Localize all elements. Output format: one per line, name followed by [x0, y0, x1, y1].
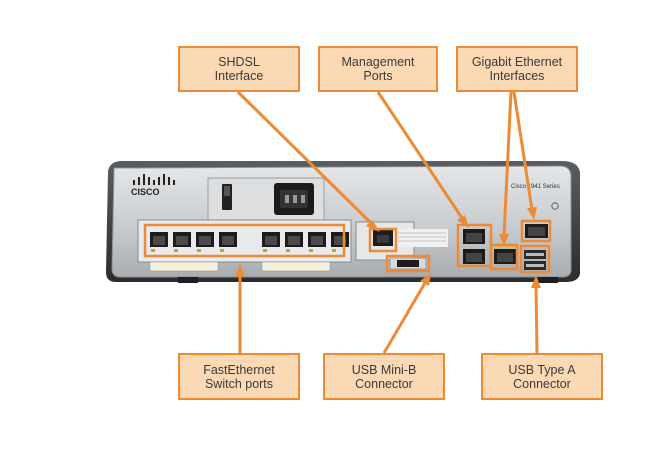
- fastethernet-port: [173, 232, 191, 252]
- callout-line: Connector: [355, 376, 413, 391]
- fastethernet-port: [308, 232, 326, 252]
- callout-line: Ports: [363, 69, 393, 83]
- callout-line: Interface: [214, 69, 264, 83]
- highlight-usb-a: [519, 244, 551, 274]
- highlight-usb-mini: [385, 254, 431, 273]
- fastethernet-port: [285, 232, 303, 252]
- callout-fastethernet-switch-ports: FastEthernet Switch ports: [178, 353, 300, 400]
- callout-usb-mini-b: USB Mini-B Connector: [323, 353, 445, 400]
- callout-line: SHDSL: [218, 55, 260, 69]
- power-panel: [207, 177, 325, 221]
- leader-lines: [235, 90, 541, 354]
- fastethernet-port: [196, 232, 214, 252]
- fastethernet-port: [262, 232, 280, 252]
- callout-shdsl-interface: SHDSL Interface: [178, 46, 300, 92]
- callout-line: Management: [341, 55, 415, 69]
- callout-line: USB Type A: [508, 362, 576, 377]
- callout-line: Switch ports: [204, 376, 274, 391]
- callout-line: USB Mini-B: [351, 362, 417, 377]
- series-label: Cisco 1941 Series: [511, 184, 560, 190]
- callout-line: Connector: [513, 376, 571, 391]
- ground-screw: [551, 202, 559, 210]
- fastethernet-port: [219, 232, 237, 252]
- logo-text: CISCO: [131, 187, 160, 197]
- highlight-fastethernet: [143, 223, 346, 258]
- highlight-gig1: [520, 219, 552, 243]
- callout-gigabit-ethernet: Gigabit Ethernet Interfaces: [456, 46, 578, 92]
- callout-line: Gigabit Ethernet: [471, 55, 563, 69]
- cisco-logo: CISCO: [131, 174, 175, 197]
- usb-a-ports: [524, 250, 546, 270]
- callout-usb-type-a: USB Type A Connector: [481, 353, 603, 400]
- usb-mini-port: [389, 257, 427, 270]
- callout-line: Interfaces: [489, 69, 545, 83]
- management-ports: [463, 229, 485, 264]
- fastethernet-port: [150, 232, 168, 252]
- highlight-shdsl: [368, 227, 398, 253]
- callout-management-ports: Management Ports: [318, 46, 438, 92]
- callout-line: FastEthernet: [203, 362, 275, 377]
